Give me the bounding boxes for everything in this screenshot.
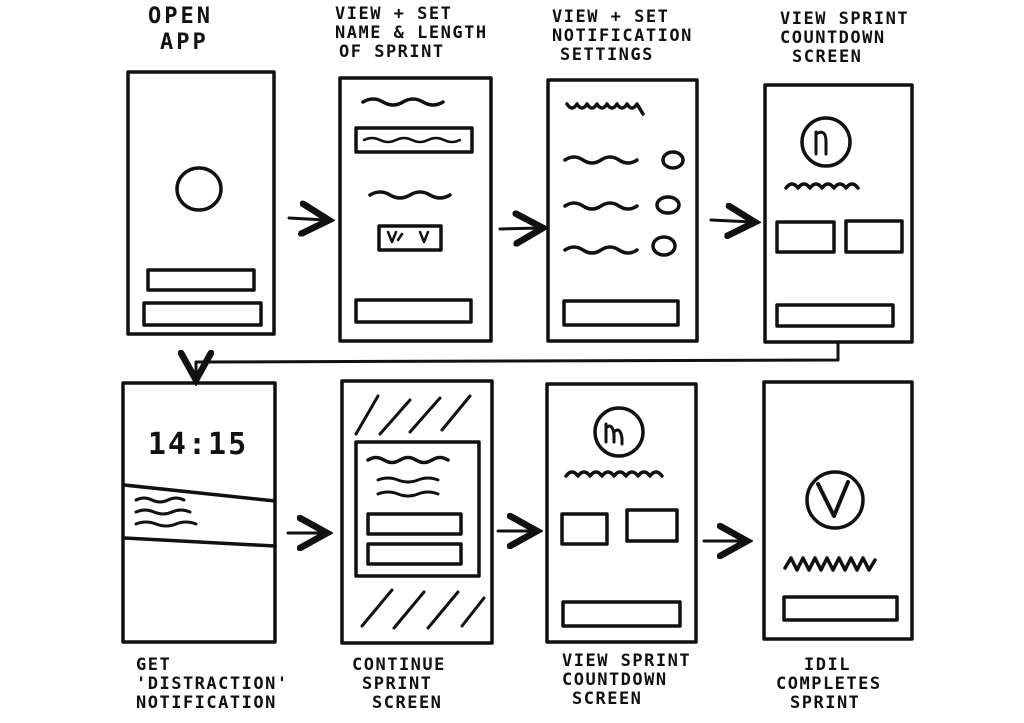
phone-frame bbox=[126, 70, 276, 336]
phone-frame bbox=[545, 382, 698, 644]
button-placeholder bbox=[366, 542, 463, 566]
caption-line: VIEW SPRINT bbox=[562, 651, 692, 671]
notification-bottom-edge bbox=[122, 536, 277, 548]
screen-continue-sprint bbox=[340, 379, 494, 645]
screen-open-app bbox=[126, 70, 276, 336]
text-squiggle bbox=[368, 190, 452, 200]
dialog-frame bbox=[354, 440, 481, 578]
caption-line: SCREEN bbox=[372, 693, 443, 713]
phone-frame bbox=[338, 76, 493, 343]
dialog-text-squiggle bbox=[376, 490, 440, 498]
screen-countdown bbox=[763, 83, 914, 344]
dialog-text-squiggle bbox=[376, 476, 440, 484]
button-placeholder bbox=[775, 303, 895, 328]
toggle-circle bbox=[655, 195, 681, 215]
caption-line: NOTIFICATION bbox=[136, 693, 277, 713]
button-placeholder bbox=[354, 298, 473, 324]
screen-countdown-2 bbox=[545, 382, 698, 644]
caption-line: NOTIFICATION bbox=[552, 26, 693, 46]
option-label-squiggle bbox=[563, 155, 639, 165]
notification-text-squiggle bbox=[134, 508, 192, 516]
flow-arrow bbox=[709, 220, 752, 222]
caption-line: CONTINUE bbox=[352, 655, 446, 675]
completion-circle bbox=[805, 470, 865, 530]
heading-squiggle bbox=[565, 102, 645, 116]
option-label-squiggle bbox=[563, 201, 639, 211]
notification-text-squiggle bbox=[134, 496, 186, 504]
text-squiggle bbox=[784, 182, 860, 190]
dialog-title-squiggle bbox=[366, 455, 450, 465]
stat-box bbox=[775, 220, 836, 254]
timer-circle bbox=[800, 116, 852, 168]
caption-line: VIEW + SET bbox=[335, 4, 453, 24]
length-selector-mark bbox=[386, 230, 430, 244]
clock-time: 14:15 bbox=[148, 427, 248, 462]
phone-frame bbox=[121, 381, 277, 644]
button-placeholder bbox=[782, 595, 899, 622]
caption-distraction-notification: GET'DISTRACTION'NOTIFICATION bbox=[136, 656, 289, 713]
toggle-circle bbox=[661, 150, 685, 170]
caption-line: IDIL bbox=[804, 655, 851, 675]
text-squiggle bbox=[783, 556, 877, 572]
timer-glyph bbox=[814, 130, 828, 156]
app-logo-circle bbox=[175, 166, 223, 212]
check-icon bbox=[816, 480, 850, 518]
button-placeholder bbox=[561, 600, 682, 628]
caption-line: VIEW SPRINT bbox=[780, 9, 910, 29]
caption-line: SCREEN bbox=[792, 47, 863, 67]
option-label-squiggle bbox=[563, 245, 639, 255]
flow-arrow bbox=[287, 218, 326, 220]
overlay-hatching bbox=[354, 394, 486, 630]
caption-line: OPEN bbox=[148, 4, 213, 29]
caption-line: SPRINT bbox=[790, 693, 861, 713]
caption-line: OF SPRINT bbox=[339, 42, 445, 62]
stat-box bbox=[625, 508, 679, 543]
screen-notification-settings bbox=[546, 78, 699, 343]
button-placeholder bbox=[562, 299, 680, 327]
notification-text-squiggle bbox=[134, 520, 198, 528]
row-wrap-arrow bbox=[196, 341, 840, 377]
notification-top-edge bbox=[122, 483, 277, 503]
input-text-squiggle bbox=[362, 136, 462, 144]
flow-arrows bbox=[196, 218, 840, 541]
phone-frame bbox=[340, 379, 494, 645]
button-placeholder bbox=[366, 512, 463, 536]
caption-line: SCREEN bbox=[572, 689, 643, 709]
screen-set-name-length bbox=[338, 76, 493, 343]
caption-line: COUNTDOWN bbox=[780, 28, 886, 48]
button-placeholder bbox=[142, 301, 263, 327]
toggle-circle bbox=[651, 235, 677, 257]
caption-line: GET bbox=[136, 655, 172, 675]
name-input-field bbox=[354, 126, 474, 154]
caption-line: COMPLETES bbox=[776, 674, 882, 694]
caption-line: NAME & LENGTH bbox=[335, 23, 488, 43]
caption-line: COUNTDOWN bbox=[562, 670, 668, 690]
caption-line: APP bbox=[160, 30, 209, 55]
timer-glyph bbox=[604, 422, 624, 446]
caption-line: SETTINGS bbox=[560, 45, 654, 65]
screen-distraction-notification bbox=[121, 381, 277, 644]
text-squiggle bbox=[361, 97, 445, 107]
stat-box bbox=[560, 512, 609, 546]
length-selector bbox=[377, 224, 443, 252]
timer-circle bbox=[593, 406, 645, 458]
caption-line: 'DISTRACTION' bbox=[136, 674, 289, 694]
caption-line: VIEW + SET bbox=[552, 7, 670, 27]
phone-frame bbox=[762, 380, 914, 641]
stat-box bbox=[844, 219, 904, 254]
flow-arrow bbox=[498, 228, 540, 229]
caption-line: SPRINT bbox=[362, 674, 433, 694]
button-placeholder bbox=[146, 268, 256, 292]
text-squiggle bbox=[564, 470, 664, 478]
screen-sprint-complete bbox=[762, 380, 914, 641]
